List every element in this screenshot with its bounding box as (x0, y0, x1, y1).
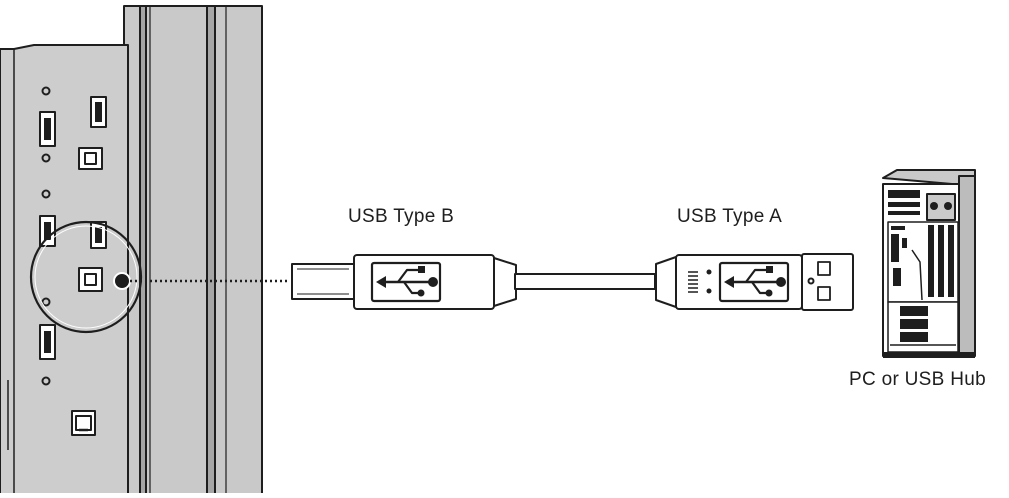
usb-cable (514, 273, 656, 290)
usb-type-b-plug (291, 254, 517, 310)
usb-trident-icon (370, 261, 442, 303)
usb-trident-icon (718, 261, 790, 303)
usb-type-b-label: USB Type B (348, 206, 455, 227)
connection-point (113, 272, 131, 290)
highlight-circle (29, 220, 143, 334)
pc-tower-icon (882, 169, 976, 358)
display-rear-panel-icon (0, 5, 263, 497)
usb-type-a-plug (655, 253, 854, 311)
pc-or-hub-label: PC or USB Hub (849, 369, 986, 390)
usb-type-a-label: USB Type A (677, 206, 783, 227)
